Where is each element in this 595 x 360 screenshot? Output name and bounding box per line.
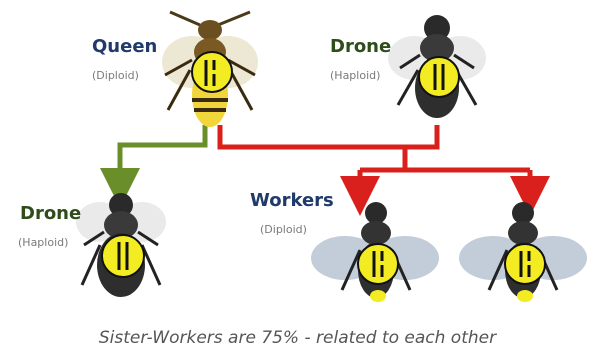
queen-label: Queen [92, 36, 158, 57]
drone-top-label: Drone [330, 36, 392, 57]
drone-bee-bottom-icon [76, 193, 166, 297]
drone-bottom-label: Drone [20, 203, 82, 224]
workers-ploidy: (Diploid) [260, 223, 307, 236]
drone-bee-top-icon [388, 15, 486, 118]
drone-bottom-ploidy: (Haploid) [18, 236, 69, 249]
workers-label: Workers [250, 190, 334, 211]
drone-top-ploidy: (Haploid) [330, 69, 381, 82]
worker-bee-left-icon [311, 202, 439, 302]
queen-ploidy: (Diploid) [92, 69, 139, 82]
worker-bee-right-icon [459, 202, 587, 302]
drone-to-workers-line [405, 125, 440, 150]
queen-to-drone-arrow [100, 125, 208, 208]
caption: Sister-Workers are 75% - related to each… [98, 328, 497, 348]
queen-to-workers-line [217, 125, 405, 150]
queen-bee-icon [162, 10, 258, 127]
